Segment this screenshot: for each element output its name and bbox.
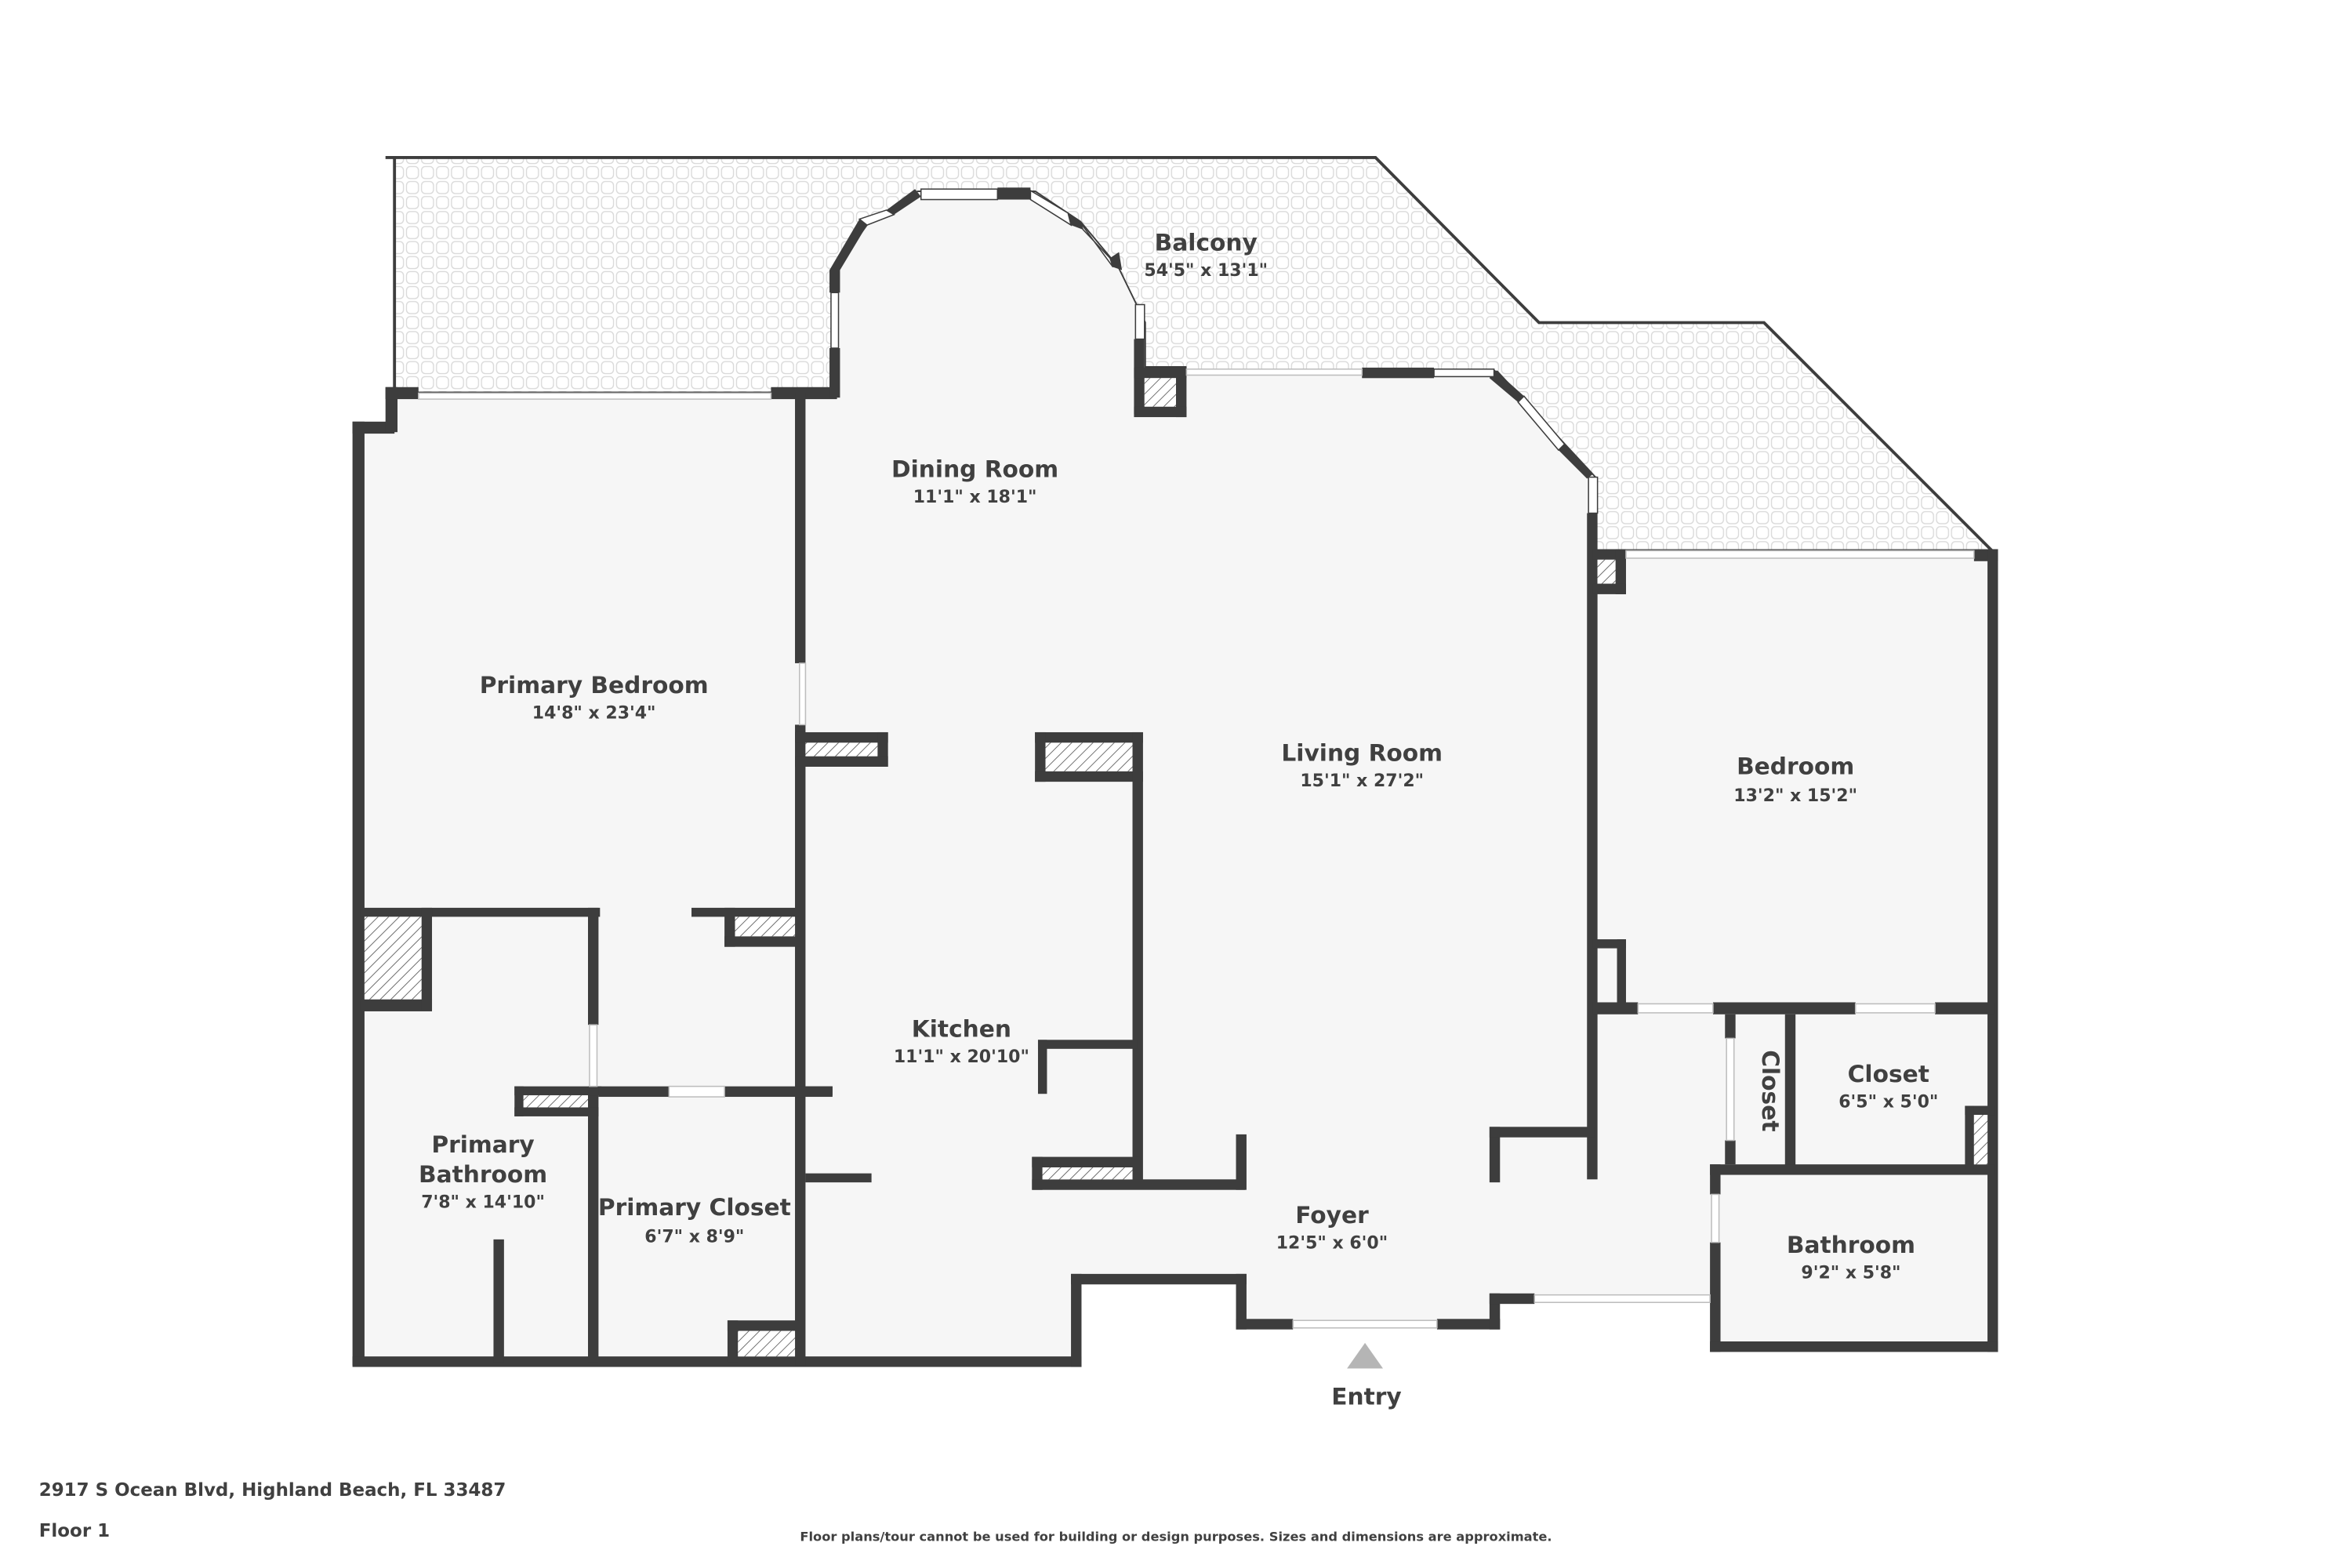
address-label: 2917 S Ocean Blvd, Highland Beach, FL 33… xyxy=(39,1480,506,1501)
svg-text:Foyer: Foyer xyxy=(1295,1201,1369,1229)
svg-text:12'5" x 6'0": 12'5" x 6'0" xyxy=(1276,1233,1388,1253)
interior-floor xyxy=(360,191,1992,1363)
svg-text:6'7" x 8'9": 6'7" x 8'9" xyxy=(644,1228,744,1247)
svg-text:Primary: Primary xyxy=(431,1131,534,1158)
svg-text:Bathroom: Bathroom xyxy=(1787,1231,1915,1258)
room-label-closet: Closet 6'5" x 5'0" xyxy=(1838,1060,1938,1112)
svg-text:11'1" x 20'10": 11'1" x 20'10" xyxy=(894,1047,1029,1067)
room-label-foyer: Foyer 12'5" x 6'0" xyxy=(1276,1201,1388,1254)
floor-label: Floor 1 xyxy=(39,1521,110,1541)
svg-text:Dining Room: Dining Room xyxy=(891,456,1058,483)
svg-text:Balcony: Balcony xyxy=(1155,229,1258,256)
room-label-primary-bathroom: Primary Bathroom 7'8" x 14'10" xyxy=(419,1131,547,1213)
svg-text:9'2" x 5'8": 9'2" x 5'8" xyxy=(1801,1264,1900,1283)
room-label-dining-room: Dining Room 11'1" x 18'1" xyxy=(891,456,1058,508)
room-label-living-room: Living Room 15'1" x 27'2" xyxy=(1281,739,1443,791)
disclaimer-label: Floor plans/tour cannot be used for buil… xyxy=(800,1530,1552,1544)
room-label-bathroom: Bathroom 9'2" x 5'8" xyxy=(1787,1231,1915,1283)
room-label-primary-closet: Primary Closet 6'7" x 8'9" xyxy=(598,1193,791,1247)
room-label-bedroom: Bedroom 13'2" x 15'2" xyxy=(1733,753,1857,806)
svg-text:14'8" x 23'4": 14'8" x 23'4" xyxy=(532,704,656,724)
entry-label: Entry xyxy=(1331,1382,1402,1410)
svg-text:11'1" x 18'1": 11'1" x 18'1" xyxy=(913,488,1037,507)
svg-text:54'5" x 13'1": 54'5" x 13'1" xyxy=(1144,261,1268,281)
svg-text:7'8" x 14'10": 7'8" x 14'10" xyxy=(421,1193,545,1213)
svg-text:Closet: Closet xyxy=(1757,1050,1784,1131)
svg-text:Primary Closet: Primary Closet xyxy=(598,1193,791,1221)
room-label-closet-small: Closet xyxy=(1757,1050,1784,1131)
svg-text:Closet: Closet xyxy=(1848,1060,1929,1087)
hatched-fixtures xyxy=(364,378,1988,1357)
svg-text:Living Room: Living Room xyxy=(1281,739,1443,766)
entry-arrow-icon xyxy=(1347,1342,1384,1369)
svg-text:Bathroom: Bathroom xyxy=(419,1160,547,1188)
svg-text:Kitchen: Kitchen xyxy=(912,1014,1011,1042)
room-label-balcony: Balcony 54'5" x 13'1" xyxy=(1144,229,1268,281)
svg-text:15'1" x 27'2": 15'1" x 27'2" xyxy=(1300,771,1424,791)
svg-text:Bedroom: Bedroom xyxy=(1737,753,1854,780)
openings xyxy=(418,188,1975,1329)
svg-text:6'5" x 5'0": 6'5" x 5'0" xyxy=(1838,1092,1938,1112)
walls xyxy=(352,187,1998,1367)
svg-text:13'2" x 15'2": 13'2" x 15'2" xyxy=(1733,786,1857,806)
room-label-kitchen: Kitchen 11'1" x 20'10" xyxy=(894,1014,1029,1067)
room-label-primary-bedroom: Primary Bedroom 14'8" x 23'4" xyxy=(480,671,709,724)
svg-text:Primary Bedroom: Primary Bedroom xyxy=(480,671,709,699)
